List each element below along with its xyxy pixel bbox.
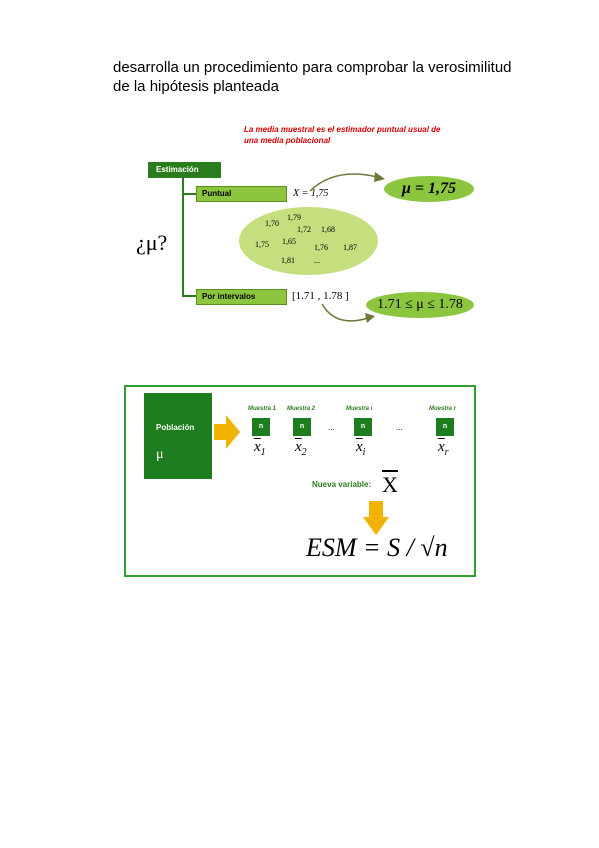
xbar-subscript: 1 xyxy=(260,447,266,458)
xbar-subscript: 2 xyxy=(301,447,307,458)
point-estimate: X = 1,75 xyxy=(293,188,329,199)
sample-mean-symbol: xr xyxy=(438,439,449,458)
xbar-subscript: i xyxy=(362,447,366,458)
sampling-figure: Población μ Muestra 1 n x1 Muestra 2 n x… xyxy=(124,385,476,577)
tree-branch-puntual xyxy=(182,193,196,195)
sample-label: Muestra r xyxy=(429,406,457,412)
sample-mean-symbol: x2 xyxy=(295,439,307,458)
ellipsis: ... xyxy=(328,423,335,432)
note-line-1: La media muestral es el estimador puntua… xyxy=(244,125,441,134)
poblacion-label: Población xyxy=(156,423,195,432)
curved-arrow-bottom xyxy=(321,303,375,323)
sample-mean: 1,65 xyxy=(282,237,296,246)
sample-mean: 1,81 xyxy=(281,256,295,265)
arrow-down-icon xyxy=(363,501,389,535)
nueva-variable-label: Nueva variable: xyxy=(312,480,372,489)
sample-mean: 1,76 xyxy=(314,243,328,252)
xbar-x: x xyxy=(356,439,363,455)
puntual-box: Puntual xyxy=(196,186,287,202)
xbar-subscript: r xyxy=(444,447,449,458)
arrow-right-icon xyxy=(214,415,240,449)
mu-interval-oval xyxy=(366,292,474,318)
sample-label: Muestra 1 xyxy=(248,406,277,412)
intro-line-2: de la hipótesis planteada xyxy=(113,78,279,95)
poblacion-box: Población μ xyxy=(144,393,212,479)
sample-label: Muestra 2 xyxy=(287,406,316,412)
tree-branch-intervalos xyxy=(182,295,196,297)
sample-mean: 1,87 xyxy=(343,243,357,252)
interval-estimate: [1.71 , 1.78 ] xyxy=(292,290,349,302)
sample-mean: ... xyxy=(314,256,320,265)
sample-mean-symbol: xi xyxy=(356,439,365,458)
curved-arrow-top xyxy=(309,172,385,192)
sample-n-box: n xyxy=(354,418,372,436)
sample-mean-symbol: x1 xyxy=(254,439,266,458)
sample-label: Muestra i xyxy=(346,406,373,412)
estimator-note: La media muestral es el estimador puntua… xyxy=(244,124,494,146)
mu-question: ¿μ? xyxy=(136,230,168,255)
xbar-x: x xyxy=(254,439,261,455)
intro-line-1: desarrolla un procedimiento para comprob… xyxy=(113,59,512,76)
xbar-x: x xyxy=(295,439,302,455)
ellipsis: ... xyxy=(396,423,403,432)
xbar-x: x xyxy=(438,439,445,455)
intervalos-box: Por intervalos xyxy=(196,289,287,305)
tree-vertical-line xyxy=(182,178,184,296)
sample-mean: 1,79 xyxy=(287,213,301,222)
sample-n-box: n xyxy=(436,418,454,436)
sample-n-box: n xyxy=(293,418,311,436)
mu-symbol: μ xyxy=(156,447,164,462)
mu-interval-text: 1.71 ≤ μ ≤ 1.78 xyxy=(377,297,463,312)
sample-mean: 1,72 xyxy=(297,225,311,234)
intro-text: desarrolla un procedimiento para comprob… xyxy=(113,58,553,96)
formula: ESM = S / √n xyxy=(306,533,448,562)
estimacion-box: Estimación xyxy=(148,162,221,178)
nueva-variable-symbol: X xyxy=(382,472,398,497)
sample-n-box: n xyxy=(252,418,270,436)
note-line-2: una media poblacional xyxy=(244,136,331,145)
sample-mean: 1,68 xyxy=(321,225,335,234)
sample-means-oval xyxy=(239,207,378,275)
mu-point-oval xyxy=(384,176,474,202)
sample-mean: 1,75 xyxy=(255,240,269,249)
mu-point-text: μ = 1,75 xyxy=(401,180,456,197)
sample-mean: 1,70 xyxy=(265,219,279,228)
